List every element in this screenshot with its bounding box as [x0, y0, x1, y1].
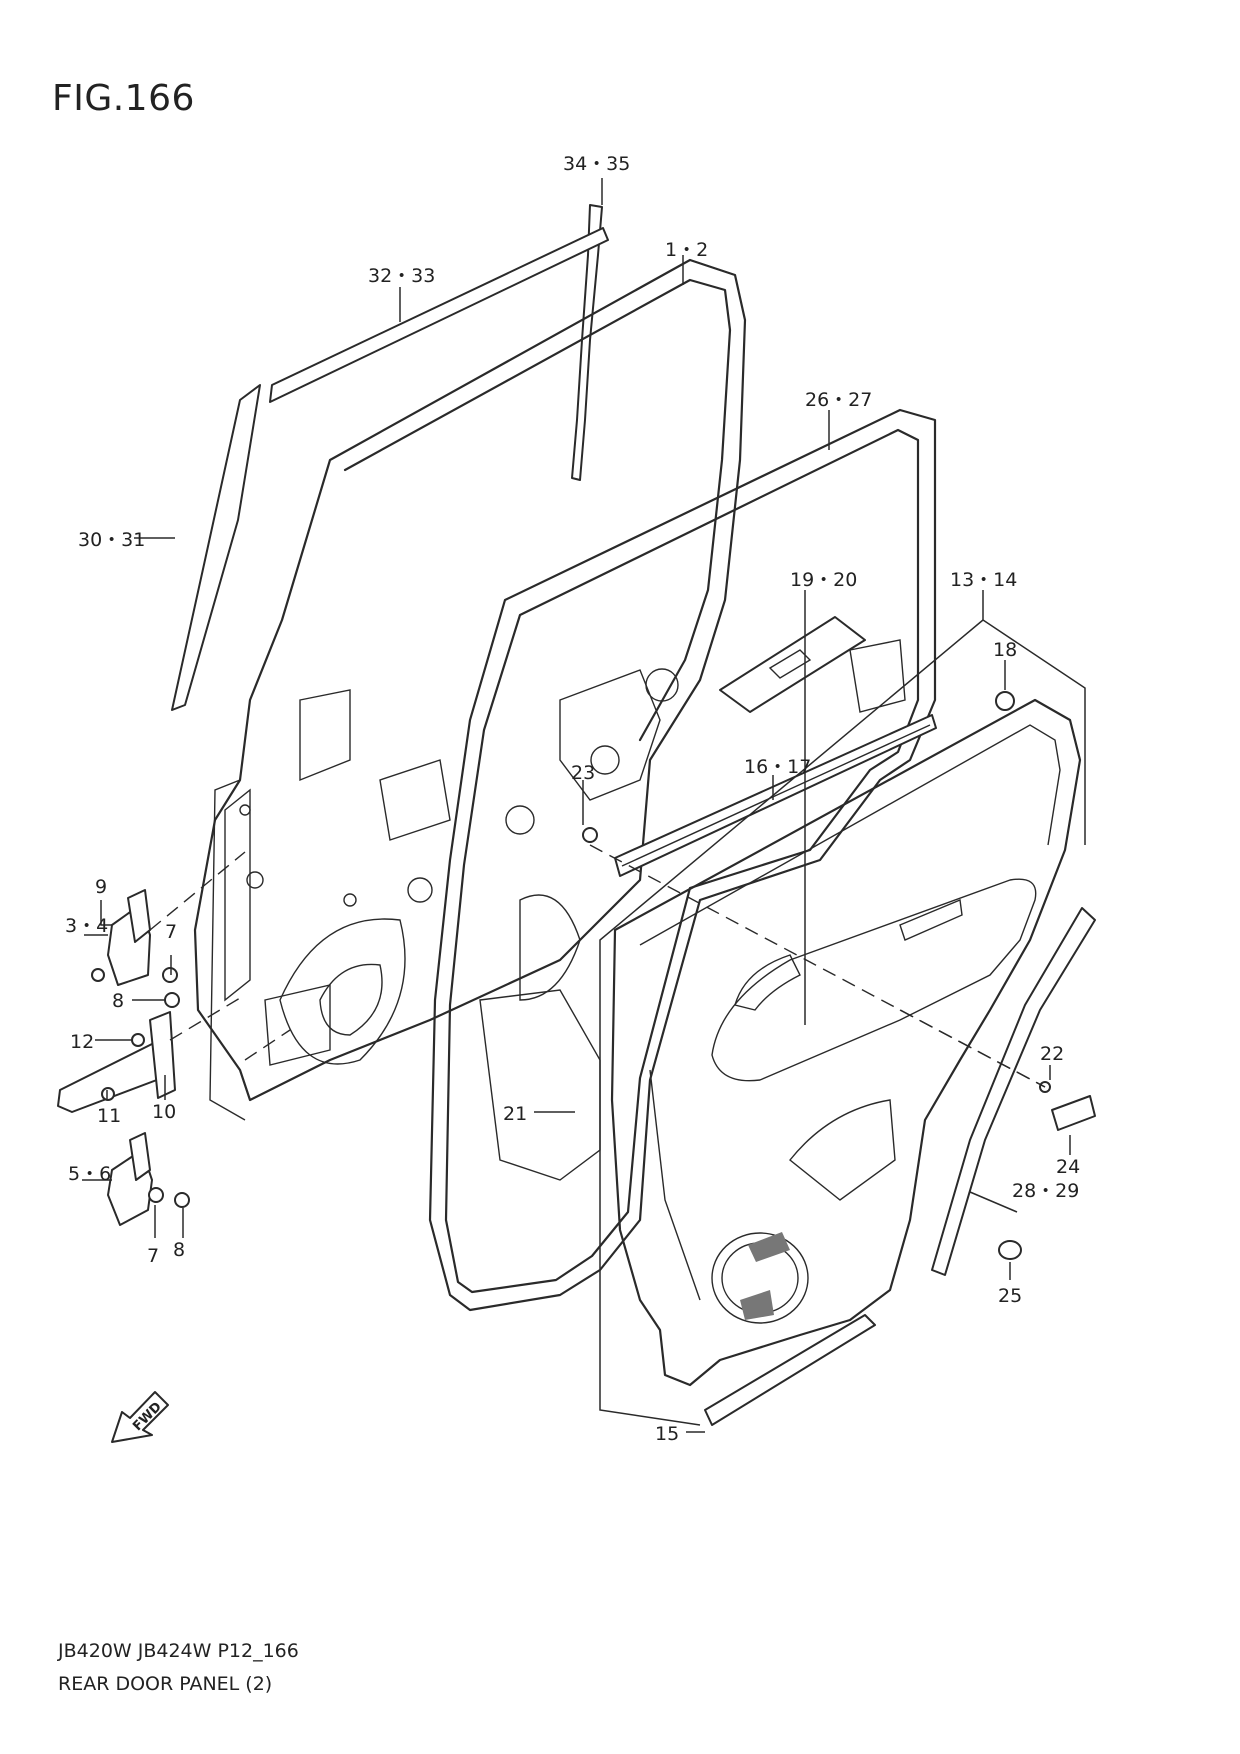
- part-weatherstrip: [428, 408, 937, 1312]
- assembly-lines: [149, 844, 1046, 1088]
- part-upper-hinge: [107, 889, 151, 986]
- part-check-link: [57, 1011, 176, 1113]
- part-belt-molding: [269, 227, 609, 403]
- callout-13-14: 13・14: [950, 569, 1017, 591]
- callout-3-4: 3・4: [65, 915, 108, 937]
- part-sash-tape: [171, 384, 261, 711]
- callout-26-27: 26・27: [805, 389, 872, 411]
- callout-32-33: 32・33: [368, 265, 435, 287]
- part-switch-bezel: [719, 616, 866, 713]
- callout-10: 10: [152, 1101, 176, 1123]
- callout-15: 15: [655, 1423, 679, 1445]
- fwd-arrow-icon: FWD: [111, 1391, 169, 1443]
- callout-1-2: 1・2: [665, 239, 708, 261]
- callout-8a: 8: [112, 990, 124, 1012]
- callout-9: 9: [95, 876, 107, 898]
- leader-lines: [82, 178, 1086, 1433]
- callout-labels: 34・35 32・33 1・2 26・27 30・31 19・20 13・14 …: [65, 153, 1080, 1445]
- model-line: JB420W JB424W P12_166: [58, 1640, 299, 1662]
- callout-16-17: 16・17: [744, 756, 811, 778]
- callout-28-29: 28・29: [1012, 1180, 1079, 1202]
- part-lower-hinge: [107, 1132, 153, 1226]
- callout-30-31: 30・31: [78, 529, 145, 551]
- callout-34-35: 34・35: [563, 153, 630, 175]
- callout-22: 22: [1040, 1043, 1064, 1065]
- part-garnish: [931, 907, 1096, 1276]
- bolts-and-nuts: [91, 691, 1096, 1260]
- part-door-shell: [193, 258, 747, 1121]
- part-lower-strip: [704, 1314, 876, 1426]
- callout-18: 18: [993, 639, 1017, 661]
- callout-23: 23: [571, 762, 595, 784]
- part-inner-belt: [614, 714, 937, 877]
- callout-21: 21: [503, 1103, 527, 1125]
- callout-5-6: 5・6: [68, 1163, 111, 1185]
- callout-12: 12: [70, 1031, 94, 1053]
- footer: JB420W JB424W P12_166 REAR DOOR PANEL (2…: [58, 1635, 299, 1701]
- callout-8b: 8: [173, 1239, 185, 1261]
- callout-7b: 7: [147, 1245, 159, 1267]
- callout-11: 11: [97, 1105, 121, 1127]
- part-trim-panel: [610, 698, 1082, 1387]
- callout-25: 25: [998, 1285, 1022, 1307]
- callout-19-20: 19・20: [790, 569, 857, 591]
- figure-title: FIG.166: [52, 78, 195, 119]
- panel-name: REAR DOOR PANEL (2): [58, 1673, 273, 1695]
- callout-7a: 7: [165, 921, 177, 943]
- callout-24: 24: [1056, 1156, 1080, 1178]
